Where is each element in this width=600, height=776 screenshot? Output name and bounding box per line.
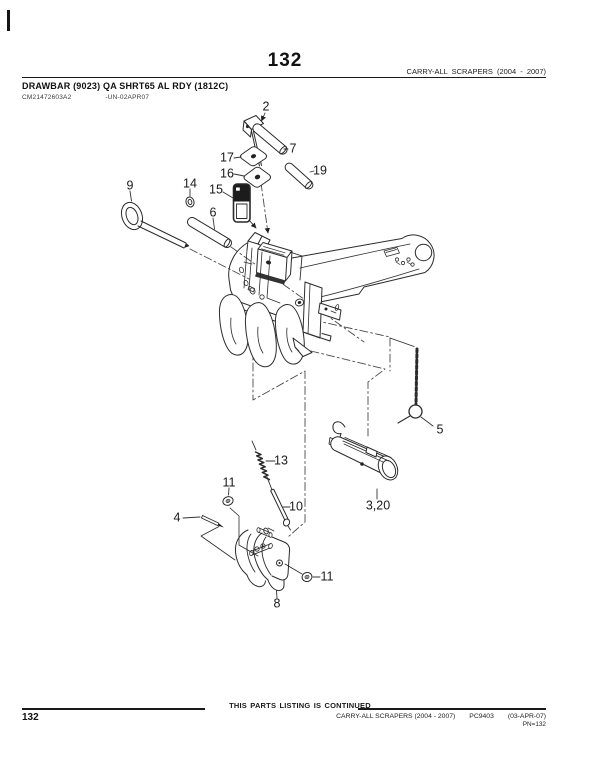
callout-leader [182,516,201,519]
part-6-pin [186,217,233,248]
phantom-lines [189,182,391,538]
callout-leader [261,112,266,122]
footer-rule-right [358,708,546,710]
hitch-eye-hole [414,243,433,262]
footer-pn: PN=132 [522,721,546,728]
part-8-hook [234,527,303,592]
part-5-chain [389,337,423,424]
part-13-spring [251,440,273,491]
callout-leader [233,173,245,177]
part-callout-2: 2 [263,99,270,113]
part-14-ring [185,196,195,208]
callout-leader [309,170,315,173]
binding-mark [7,10,10,31]
callout-leader [420,416,434,427]
part-callout-14: 14 [183,176,197,190]
image-code: CM21472603A2 [22,94,72,101]
part-callout-3-20: 3,20 [366,498,390,512]
footer-rule-left [22,708,205,710]
part-callout-15: 15 [209,182,223,196]
part-10-rod [263,488,291,535]
part-callout-9: 9 [127,178,134,192]
image-codes: CM21472603A2 -UN-02APR07 [22,94,183,101]
part-17-plate [240,146,267,167]
part-11-washer-lower [301,571,313,583]
part-15-wedge [232,183,257,229]
callout-leader [276,590,278,599]
part-19-pin [284,162,314,190]
continued-note: THIS PARTS LISTING IS CONTINUED [229,701,371,710]
part-11-washer-upper [222,496,259,557]
callout-leader [233,156,242,159]
callout-layer: 2 7 17 16 19 15 14 9 6 5 3,20 13 11 10 4 11 8 [127,99,444,610]
footer-page-number: 132 [22,712,39,723]
drawbar-body [218,232,435,368]
footer-publication-info: CARRY-ALL SCRAPERS (2004 - 2007) PC9403 (0… [336,713,546,728]
header-rule [22,77,546,78]
part-callout-5: 5 [437,422,444,436]
page-number-top: 132 [267,50,303,71]
footer-catalog-title: CARRY-ALL SCRAPERS (2004 - 2007) [336,713,456,720]
part-callout-6: 6 [210,205,217,219]
part-16-plate [243,166,271,188]
part-callout-10: 10 [289,499,303,513]
part-4-pin [200,515,236,561]
callout-leader [222,191,234,199]
part-callout-16: 16 [220,166,234,180]
section-header: CARRY-ALL SCRAPERS (2004 - 2007) [406,67,546,76]
part-callout-7: 7 [290,141,297,155]
image-revision: -UN-02APR07 [105,94,150,101]
callout-leader [129,190,132,202]
callout-leader [212,217,215,230]
part-3-20-latch [328,421,399,481]
part-callout-8: 8 [274,596,281,610]
footer-print-date: (03-APR-07) [507,713,546,720]
callout-leader [228,487,230,496]
part-callout-11: 11 [223,475,236,489]
part-callout-17: 17 [220,150,234,164]
part-callout-13: 13 [274,453,288,467]
page-title: DRAWBAR (9023) QA SHRT65 AL RDY (1812C) [22,81,229,91]
part-callout-11: 11 [321,569,334,583]
part-callout-4: 4 [174,510,181,524]
part-9-hitch-pin [120,201,190,249]
part-callout-19: 19 [313,163,327,177]
footer-catalog-code: PC9403 [469,713,494,720]
